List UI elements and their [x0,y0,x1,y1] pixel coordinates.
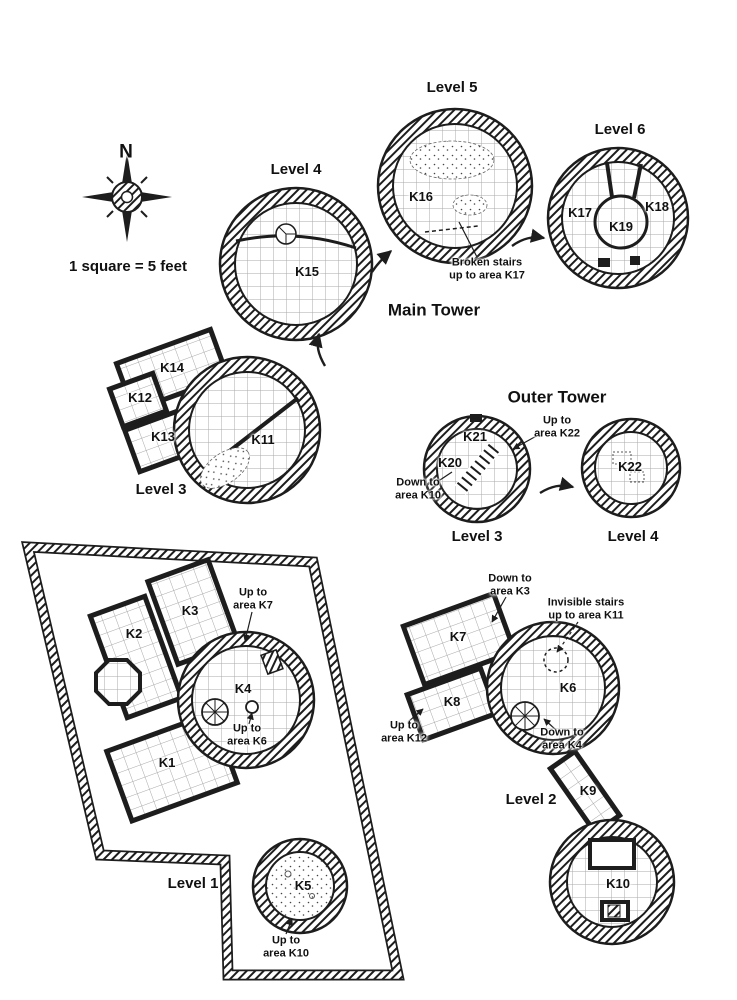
main-tower-level3 [106,326,322,505]
grate-icon [260,648,284,676]
spiral-stair-icon [275,223,297,245]
compass-rose-icon [82,152,172,242]
level1-rooms [87,556,349,935]
spiral-stair-icon [510,701,540,731]
level2-tower-k10 [548,818,676,946]
level1-tower-k4 [176,630,316,770]
stair-down-icon [245,700,259,714]
main-tower-level5 [376,107,534,265]
level2-tower-k6 [485,620,621,756]
level1-tower-k5 [251,837,349,935]
arrow-l3-to-l4 [308,332,327,367]
arrow-l4-to-l5 [371,250,393,273]
main-tower-level4 [218,186,374,342]
arrow-outer-l3-to-l4 [539,476,575,495]
level1-side-turret [94,658,142,706]
main-tower-level6 [546,146,690,290]
spiral-stair-icon [201,698,229,726]
level-flow-arrows [308,228,575,495]
annotation-leaders [243,221,579,935]
outer-tower-level3 [422,414,532,524]
invisible-stairs-icon [543,647,569,673]
arrow-l5-to-l6 [511,228,546,247]
outer-tower-level4 [580,417,682,519]
level2-rooms [400,590,676,946]
